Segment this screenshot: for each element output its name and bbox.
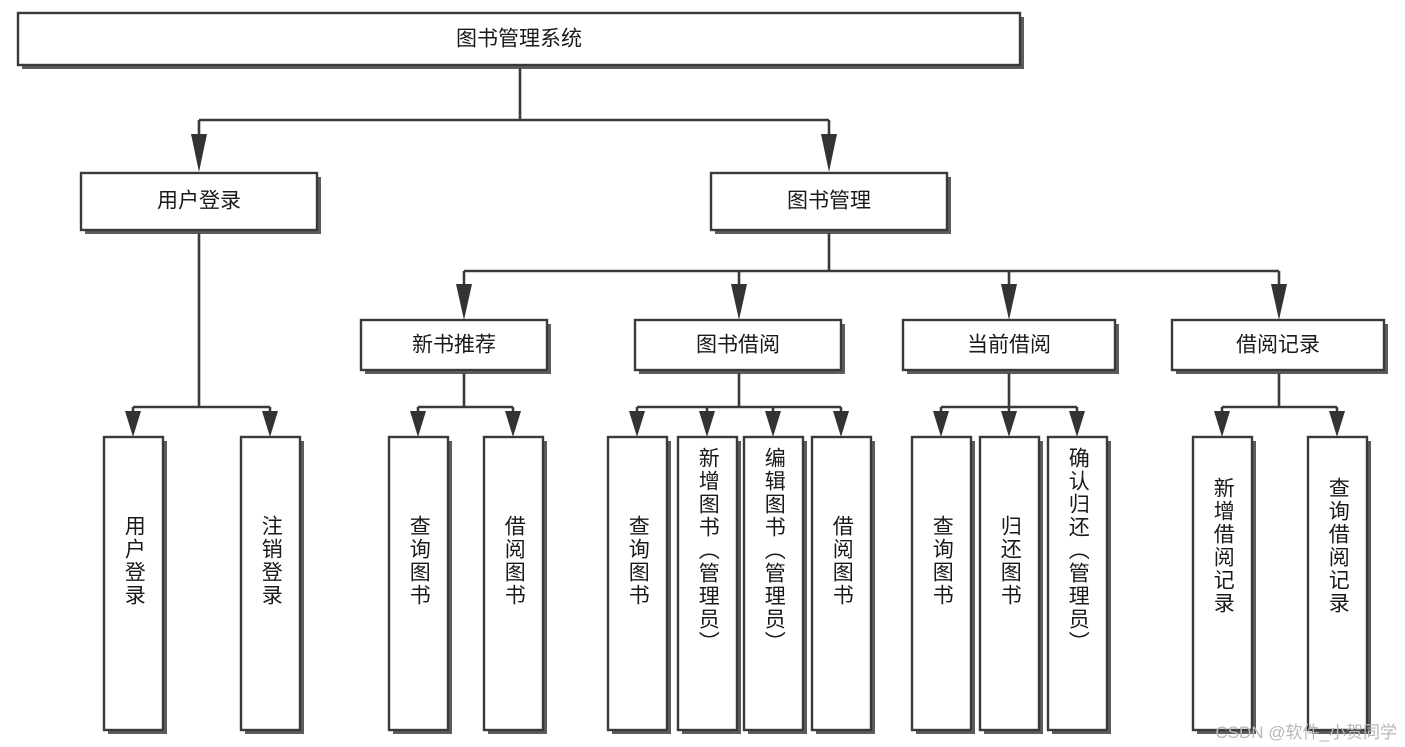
arrowhead-leaf-user-login (125, 411, 141, 437)
new-book-label: 新书推荐 (412, 334, 496, 357)
arrowhead-leaf-query-record (1329, 411, 1345, 437)
node-book-management[interactable] (709, 171, 949, 232)
node-leaf-query-book-2[interactable] (606, 435, 669, 732)
arrowhead-user-login (191, 134, 207, 172)
node-layer: 图书管理系统 用户登录 图书管理 新书推荐 图书借阅 当前借阅 借阅记录 (16, 11, 1388, 734)
arrowhead-leaf-add-record (1214, 411, 1230, 437)
node-leaf-add-record[interactable] (1191, 435, 1254, 732)
node-leaf-user-login[interactable] (102, 435, 165, 732)
arrowhead-leaf-borrow-book-2 (833, 411, 849, 437)
node-leaf-logout-login[interactable] (239, 435, 302, 732)
node-user-login[interactable] (79, 171, 319, 232)
node-book-borrow[interactable] (633, 318, 843, 372)
borrow-record-label: 借阅记录 (1236, 334, 1320, 357)
node-root[interactable] (16, 11, 1022, 67)
arrowhead-leaf-query-book-1 (410, 411, 426, 437)
node-leaf-query-book-1[interactable] (387, 435, 450, 732)
arrowhead-leaf-query-book-2 (629, 411, 645, 437)
node-leaf-query-book-3[interactable] (910, 435, 973, 732)
book-borrow-label: 图书借阅 (696, 334, 780, 357)
arrowhead-leaf-add-book (699, 411, 715, 437)
root-label: 图书管理系统 (456, 28, 582, 51)
node-borrow-record[interactable] (1170, 318, 1386, 372)
connector-layer (125, 68, 1345, 437)
user-login-label: 用户登录 (157, 190, 241, 213)
node-leaf-borrow-book-2[interactable] (810, 435, 873, 732)
arrowhead-current-borrow (1001, 284, 1017, 320)
arrowhead-borrow-record (1271, 284, 1287, 320)
node-leaf-borrow-book-1[interactable] (482, 435, 545, 732)
arrowhead-leaf-borrow-book-1 (505, 411, 521, 437)
node-leaf-confirm-return[interactable] (1046, 435, 1109, 732)
arrowhead-new-book (456, 284, 472, 320)
node-leaf-add-book[interactable] (676, 435, 739, 732)
node-leaf-query-record[interactable] (1306, 435, 1369, 732)
node-leaf-return-book[interactable] (978, 435, 1041, 732)
arrowhead-leaf-logout-login (262, 411, 278, 437)
book-management-label: 图书管理 (787, 190, 871, 213)
node-current-borrow[interactable] (901, 318, 1117, 372)
arrowhead-book-management (821, 134, 837, 172)
arrowhead-leaf-return-book (1001, 411, 1017, 437)
arrowhead-leaf-confirm-return (1069, 411, 1085, 437)
node-new-book-recommend[interactable] (359, 318, 549, 372)
arrowhead-leaf-edit-book (765, 411, 781, 437)
arrowhead-leaf-query-book-3 (933, 411, 949, 437)
node-leaf-edit-book[interactable] (742, 435, 805, 732)
arrowhead-book-borrow (731, 284, 747, 320)
current-borrow-label: 当前借阅 (967, 334, 1051, 357)
